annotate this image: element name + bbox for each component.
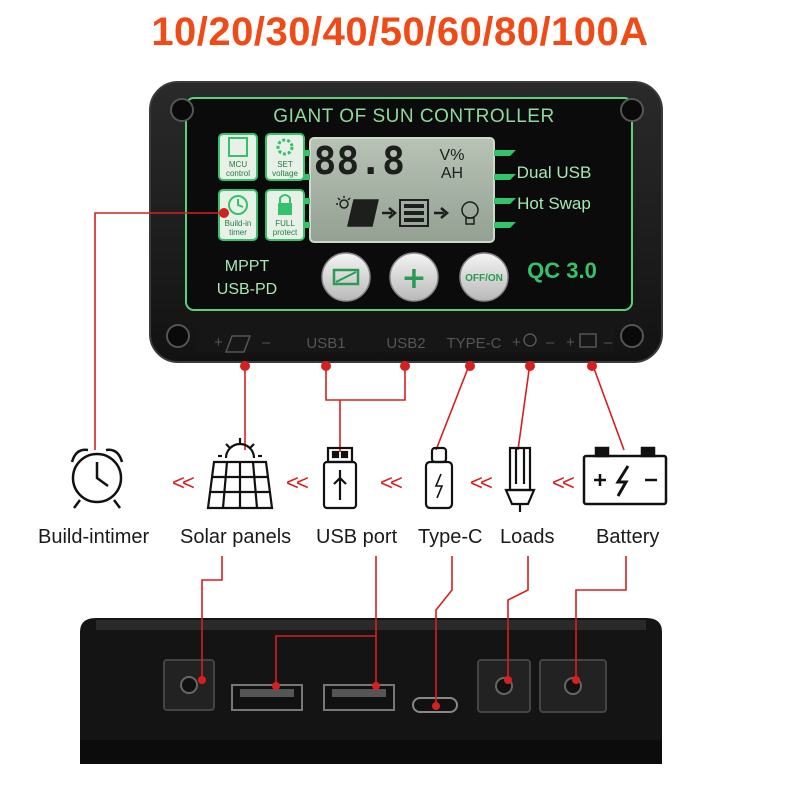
tile-set-line1: SET: [277, 160, 293, 169]
tile-timer-line1: Build-in: [225, 219, 252, 228]
callout-dots-bottom: [198, 676, 580, 710]
feature-tile-set-voltage: SET voltage: [265, 133, 305, 181]
tile-protect-line1: FULL: [275, 219, 295, 228]
lcd-digits: 88.8: [313, 139, 405, 183]
usb-plug-icon: [322, 446, 358, 510]
light-bulb-icon: [504, 446, 536, 512]
svg-text:<: <: [552, 470, 565, 495]
solar-strip-icon: [224, 335, 252, 353]
screw-top-left: [170, 98, 194, 122]
usb-port-1: [231, 684, 303, 711]
screw-bottom-left: [166, 324, 190, 348]
tile-timer-line2: timer: [229, 228, 247, 237]
svg-text:+: +: [512, 334, 521, 351]
callout-dots-top: [219, 208, 597, 371]
feature-tile-full-protect: FULL protect: [265, 189, 305, 241]
screw-top-right: [620, 98, 644, 122]
power-label: OFF/ON: [465, 273, 503, 284]
svg-text:–: –: [546, 334, 555, 351]
menu-button[interactable]: [321, 252, 371, 302]
feature-tile-build-in-timer: Build-in timer: [218, 189, 258, 241]
alarm-clock-icon: [70, 448, 124, 509]
lcd-right-level-bars: [494, 150, 516, 228]
lcd-bulb-icon: [461, 201, 479, 225]
plus-button[interactable]: +: [389, 252, 439, 302]
svg-text:<: <: [286, 470, 299, 495]
qc-text: QC 3.0: [527, 258, 597, 283]
lcd-battery-icon: [399, 199, 429, 227]
legend-label-build-intimer: Build-intimer: [38, 526, 150, 548]
tile-protect-line2: protect: [273, 228, 298, 237]
hot-swap-text: Hot Swap: [517, 194, 591, 213]
legend-separators: < < < < < < < < < <: [172, 470, 575, 495]
svg-text:<: <: [380, 470, 393, 495]
usb-pd-text: USB-PD: [217, 281, 277, 298]
svg-text:<: <: [390, 470, 403, 495]
amperage-headline: 10/20/30/40/50/60/80/100A: [151, 10, 649, 54]
legend-label-battery: Battery: [596, 526, 660, 548]
solar-panel-icon: [206, 438, 274, 510]
lcd-arrow-2: [434, 207, 449, 219]
svg-text:+: +: [214, 334, 223, 351]
power-button[interactable]: OFF/ON: [459, 252, 509, 302]
gear-icon: [276, 138, 294, 156]
battery-dc-jack: [539, 659, 607, 713]
battery-strip-icon: [579, 333, 597, 348]
controller-brand-title: GIANT OF SUN CONTROLLER: [273, 106, 554, 127]
usb2-label: USB2: [386, 335, 425, 352]
usb-port-2: [323, 684, 395, 711]
svg-text:<: <: [182, 470, 195, 495]
load-dc-jack: [477, 659, 531, 713]
tile-mcu-line2: control: [226, 169, 250, 178]
lcd-unit-top: V%: [440, 147, 465, 164]
chip-icon: [228, 137, 248, 157]
battery-icon: [582, 446, 668, 506]
usb1-label: USB1: [306, 335, 345, 352]
screw-bottom-right: [620, 324, 644, 348]
feature-tile-mcu: MCU control: [218, 133, 258, 181]
load-strip-icon: [523, 333, 537, 347]
svg-text:<: <: [296, 470, 309, 495]
plus-label: +: [401, 261, 426, 296]
svg-text:–: –: [262, 334, 271, 351]
type-c-plug-icon: [424, 446, 454, 510]
legend-label-usb-port: USB port: [316, 526, 398, 548]
mppt-text: MPPT: [225, 258, 270, 275]
lcd-solar-icon: [336, 196, 379, 227]
svg-text:–: –: [604, 334, 613, 351]
typec-label: TYPE-C: [446, 335, 501, 352]
lcd-display: 88.8 V% AH: [290, 137, 516, 243]
callout-lines-bottom: [201, 556, 627, 706]
tile-mcu-line1: MCU: [229, 160, 247, 169]
legend-label-loads: Loads: [500, 526, 555, 548]
svg-text:<: <: [562, 470, 575, 495]
legend-label-type-c: Type-C: [418, 526, 483, 548]
svg-text:<: <: [172, 470, 185, 495]
battery-menu-icon: [332, 268, 360, 286]
port-strip-labels: + – USB1 USB2 TYPE-C + – + –: [214, 333, 613, 353]
svg-text:<: <: [480, 470, 493, 495]
dual-usb-text: Dual USB: [517, 163, 592, 182]
svg-text:<: <: [470, 470, 483, 495]
svg-text:+: +: [566, 334, 575, 351]
lock-icon: [278, 203, 292, 215]
clock-icon: [228, 195, 248, 215]
solar-dc-jack: [163, 659, 215, 711]
tile-set-line2: voltage: [272, 169, 298, 178]
lcd-arrow-1: [382, 207, 397, 219]
callout-lines-top: [94, 212, 625, 452]
legend-label-solar-panels: Solar panels: [180, 526, 292, 548]
lcd-unit-bottom: AH: [441, 165, 463, 182]
